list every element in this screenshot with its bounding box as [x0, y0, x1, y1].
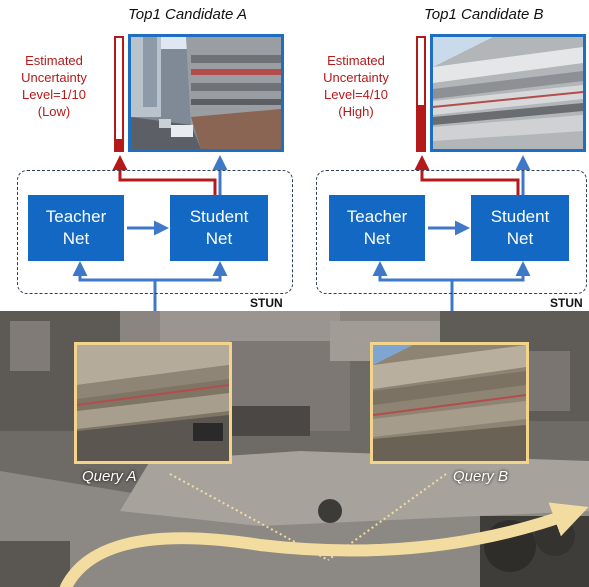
- student-net-b-line-2: Net: [506, 229, 534, 248]
- candidate-a-title: Top1 Candidate A: [128, 6, 247, 23]
- query-a-image: [77, 345, 229, 461]
- uncertainty-label-a: Estimated Uncertainty Level=1/10 (Low): [6, 52, 102, 120]
- stun-panel-b: [316, 170, 587, 294]
- uncertainty-b-line-1: Estimated: [327, 53, 385, 68]
- candidate-a-street-graphic: [131, 37, 281, 149]
- uncertainty-a-line-4: (Low): [37, 104, 71, 119]
- uncertainty-label-b: Estimated Uncertainty Level=4/10 (High): [308, 52, 404, 120]
- candidate-b-title: Top1 Candidate B: [424, 6, 544, 23]
- arrow-b-query-to-student: [452, 261, 531, 282]
- uncertainty-a-line-1: Estimated: [25, 53, 83, 68]
- teacher-net-b-line-2: Net: [363, 229, 391, 248]
- arrow-b-red-to-gauge: [414, 155, 520, 198]
- student-net-b: Student Net: [471, 195, 569, 261]
- teacher-net-a-line-2: Net: [62, 229, 90, 248]
- teacher-net-b-line-1: Teacher: [346, 207, 408, 226]
- teacher-net-a-line-1: Teacher: [45, 207, 107, 226]
- uncertainty-gauge-fill-b: [418, 105, 424, 150]
- query-b-frame: [370, 342, 529, 464]
- candidate-a-image: [128, 34, 284, 152]
- uncertainty-a-line-3: Level=1/10: [22, 87, 86, 102]
- uncertainty-gauge-a: [114, 36, 124, 152]
- student-net-b-line-1: Student: [490, 207, 550, 226]
- uncertainty-a-line-2: Uncertainty: [21, 70, 87, 85]
- camera-trajectory-arrow: [60, 502, 589, 587]
- student-net-a-line-2: Net: [205, 229, 233, 248]
- teacher-net-a: Teacher Net: [28, 195, 124, 261]
- candidate-b-image: [430, 34, 586, 152]
- arrow-b-query-to-nets: [372, 261, 454, 330]
- stun-panel-a: [17, 170, 293, 294]
- uncertainty-b-line-3: Level=4/10: [324, 87, 388, 102]
- uncertainty-b-line-2: Uncertainty: [323, 70, 389, 85]
- stun-label-b: STUN: [550, 296, 583, 310]
- student-net-a: Student Net: [170, 195, 268, 261]
- query-a-label: Query A: [82, 468, 137, 485]
- query-b-label: Query B: [453, 468, 509, 485]
- stun-label-a: STUN: [250, 296, 283, 310]
- candidate-b-garage-graphic: [433, 37, 583, 149]
- arrow-a-query-to-nets: [72, 261, 157, 330]
- arrow-a-query-to-student: [155, 261, 228, 282]
- uncertainty-gauge-fill-a: [116, 138, 122, 150]
- query-b-dotted-link: [327, 473, 447, 561]
- uncertainty-gauge-b: [416, 36, 426, 152]
- teacher-net-b: Teacher Net: [329, 195, 425, 261]
- arrow-a-red-to-gauge: [112, 155, 217, 198]
- query-a-frame: [74, 342, 232, 464]
- student-net-a-line-1: Student: [189, 207, 249, 226]
- query-b-image: [373, 345, 526, 461]
- uncertainty-b-line-4: (High): [338, 104, 374, 119]
